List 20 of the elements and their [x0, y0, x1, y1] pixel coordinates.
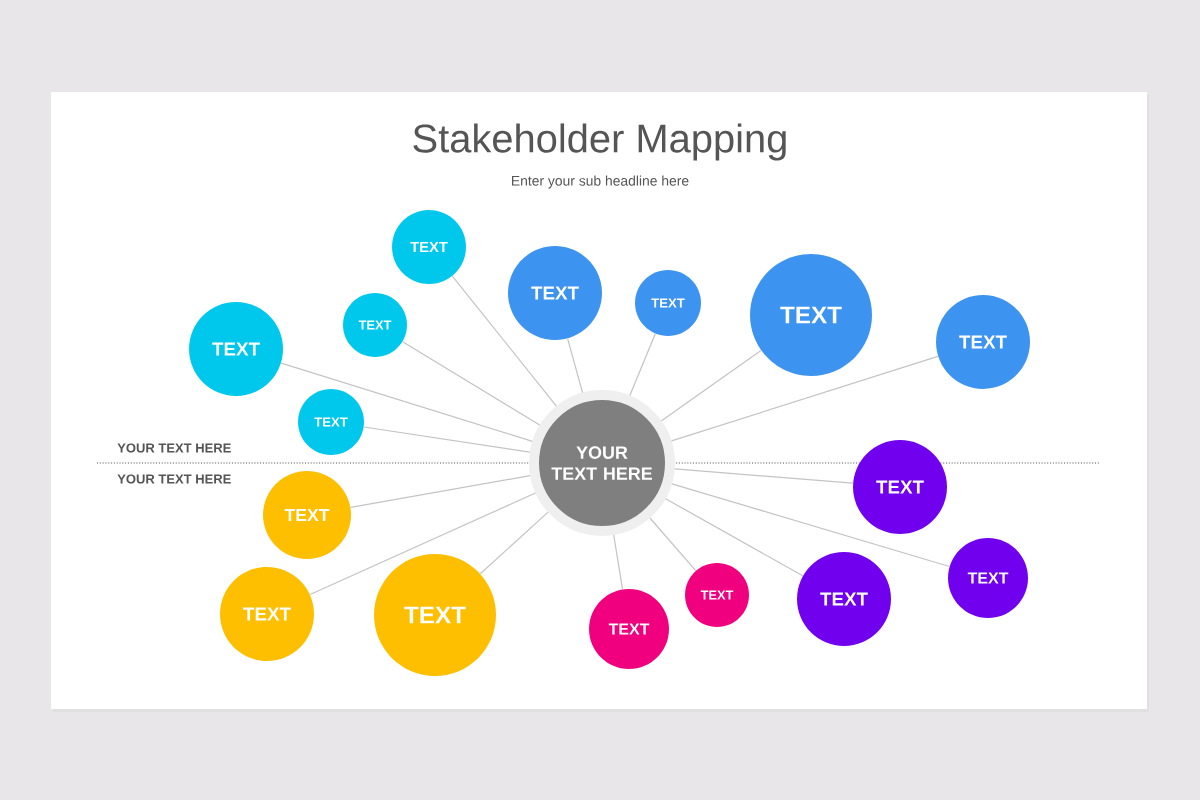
connector-line [309, 492, 537, 596]
connector-line [350, 475, 531, 508]
connector-line [629, 333, 656, 397]
connector-line [649, 517, 697, 572]
connector-line [670, 355, 939, 442]
subtitle: Enter your sub headline here [512, 175, 689, 189]
connector-line [671, 483, 950, 568]
title: Stakeholder Mapping [413, 123, 786, 161]
connector-line [402, 341, 541, 426]
side-label: YOUR TEXT HERE [117, 443, 231, 453]
connector-line [479, 511, 549, 575]
connector-line [674, 468, 854, 484]
connector-line [567, 338, 584, 394]
connector-line [363, 426, 531, 453]
connector-line [280, 362, 533, 442]
side-label: YOUR TEXT HERE [117, 474, 231, 484]
connector-line [451, 275, 557, 407]
connector-line [613, 534, 624, 590]
connector-line [665, 498, 804, 577]
connector-line [660, 349, 762, 422]
